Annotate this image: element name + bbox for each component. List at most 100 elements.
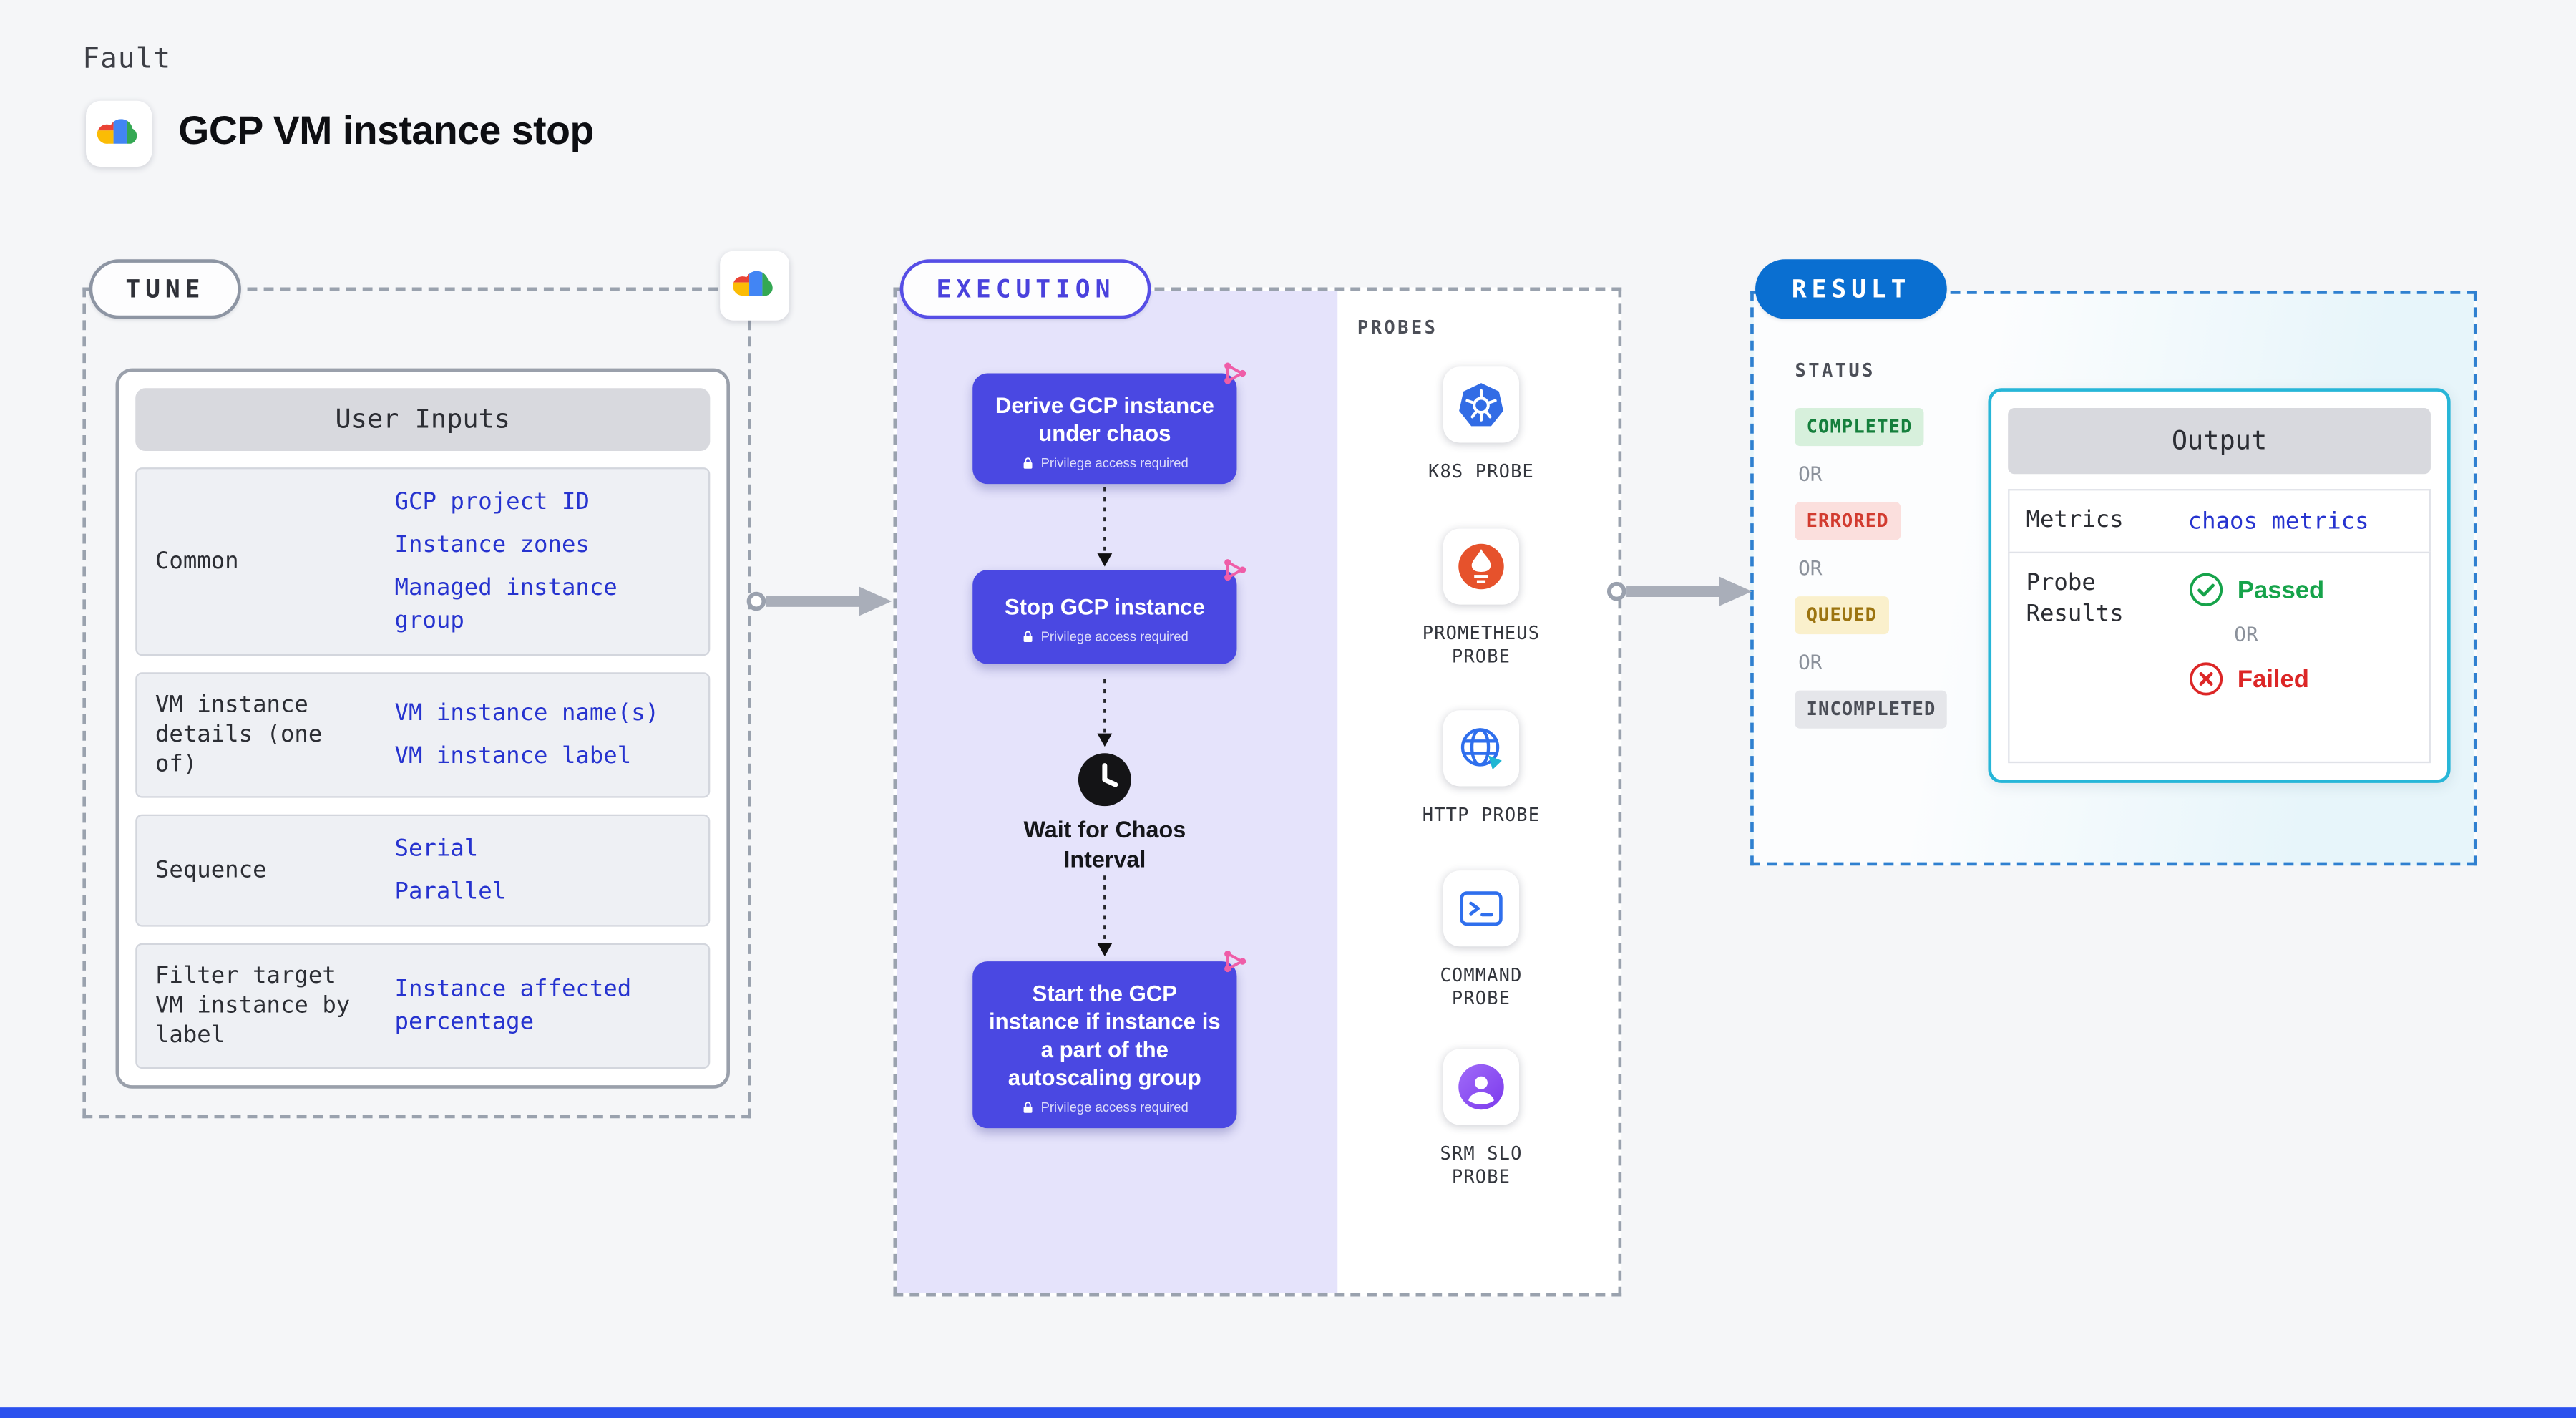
user-input-value: Managed instance group (394, 575, 618, 635)
step-title: Derive GCP instance under chaos (995, 393, 1214, 447)
privilege-badge-text: Privilege access required (1040, 629, 1189, 644)
status-or-separator: OR (1798, 556, 1823, 580)
globe-icon (1443, 710, 1520, 787)
probe-outcomes: Passed OR Failed (2188, 568, 2324, 747)
user-input-label: Filter target VM instance by label (155, 963, 351, 1049)
user-input-value: VM instance label (394, 743, 632, 770)
wait-step-label: Wait for Chaos Interval (1023, 815, 1186, 873)
probe-label: K8S PROBE (1428, 460, 1534, 482)
status-label: STATUS (1795, 360, 1875, 382)
status-badge-queued: QUEUED (1795, 596, 1889, 635)
status-badge-completed: COMPLETED (1795, 407, 1924, 447)
status-badge-errored: ERRORED (1795, 502, 1901, 540)
probe-item: K8S PROBE (1415, 366, 1548, 484)
status-or-separator: OR (1798, 462, 1823, 486)
status-badge-incompleted: INCOMPLETED (1795, 690, 1948, 729)
step-title: Start the GCP instance if instance is a … (988, 981, 1221, 1091)
prometheus-icon (1443, 528, 1520, 605)
probes-label: PROBES (1357, 317, 1438, 339)
gcp-logo (85, 100, 152, 167)
user-input-row: Filter target VM instance by label Instan… (135, 943, 711, 1069)
lock-icon (1024, 457, 1033, 469)
user-input-value: Serial (394, 835, 479, 863)
user-input-row: VM instance details (one of) VM instance … (135, 672, 711, 798)
probe-item: COMMAND PROBE (1415, 870, 1548, 1011)
privilege-badge-text: Privilege access required (1040, 1099, 1189, 1115)
user-input-label: VM instance details (one of) (155, 691, 323, 778)
page-title: GCP VM instance stop (178, 109, 594, 154)
fault-kicker: Fault (82, 42, 172, 77)
user-input-value: Instance zones (394, 532, 590, 558)
output-card: Output Metrics chaos metrics Probe Resul… (1988, 388, 2451, 783)
x-circle-icon (2190, 662, 2223, 696)
probe-results-label: Probe Results (2026, 570, 2124, 628)
gcp-logo-small (720, 251, 790, 321)
step-title: Stop GCP instance (1004, 594, 1205, 620)
user-input-value: Parallel (394, 878, 507, 905)
result-section: STATUS COMPLETED OR ERRORED OR QUEUED OR INCOM… (1750, 291, 2477, 866)
result-pill: RESULT (1755, 259, 1948, 319)
user-input-value: GCP project ID (394, 489, 590, 515)
outcome-or-separator: OR (2234, 622, 2258, 646)
connector-arrow-tune-to-execution (746, 586, 892, 616)
bottom-accent-bar (0, 1407, 2576, 1418)
probe-outcome-passed: Passed (2188, 571, 2324, 608)
probe-item: PROMETHEUS PROBE (1415, 528, 1548, 669)
metrics-label: Metrics (2026, 507, 2124, 534)
step-stop-gcp-instance: Stop GCP instance Privilege access requi… (972, 559, 1246, 664)
lock-icon (1024, 631, 1033, 643)
user-input-label: Sequence (155, 857, 267, 884)
user-headset-icon (1443, 1049, 1520, 1125)
metrics-value: chaos metrics (2187, 508, 2369, 535)
privilege-badge-text: Privilege access required (1040, 455, 1189, 471)
chaos-fork-icon (1220, 946, 1250, 976)
output-row-metrics: Metrics chaos metrics (2008, 489, 2431, 554)
passed-label: Passed (2237, 576, 2325, 604)
step-start-gcp-instance: Start the GCP instance if instance is a … (972, 951, 1246, 1129)
execution-section: Derive GCP instance under chaos Privileg… (893, 287, 1622, 1297)
tune-section (82, 287, 751, 1119)
user-input-label: Common (155, 548, 239, 576)
lock-icon (1024, 1102, 1033, 1113)
gcp-cloud-icon (94, 112, 144, 155)
step-derive-gcp-instance: Derive GCP instance under chaos Privileg… (972, 362, 1246, 485)
probe-outcome-failed: Failed (2188, 661, 2324, 697)
flow-arrow-down-icon (1097, 875, 1113, 957)
tune-pill: TUNE (89, 259, 242, 319)
probe-label: HTTP PROBE (1422, 804, 1541, 826)
connector-arrow-execution-to-result (1606, 576, 1752, 606)
terminal-icon (1443, 870, 1520, 947)
probe-item: SRM SLO PROBE (1415, 1049, 1548, 1189)
user-input-value: VM instance name(s) (394, 700, 660, 727)
execution-pill: EXECUTION (899, 259, 1152, 319)
flow-arrow-down-icon (1097, 679, 1113, 747)
flow-arrow-down-icon (1097, 487, 1113, 567)
user-inputs-header: User Inputs (135, 388, 711, 451)
check-circle-icon (2190, 573, 2223, 606)
clock-icon (1075, 750, 1134, 810)
user-input-value: Instance affected percentage (394, 976, 632, 1036)
probe-label: PROMETHEUS PROBE (1422, 622, 1541, 668)
probe-label: COMMAND PROBE (1440, 964, 1523, 1009)
output-row-probe-results: Probe Results Passed OR (2008, 551, 2431, 764)
probe-label: SRM SLO PROBE (1440, 1142, 1523, 1188)
output-header: Output (2008, 407, 2431, 475)
gcp-cloud-icon (730, 264, 779, 307)
chaos-fork-icon (1220, 359, 1250, 389)
privilege-badge: Privilege access required (986, 629, 1224, 644)
privilege-badge: Privilege access required (986, 456, 1224, 471)
failed-label: Failed (2237, 664, 2309, 694)
user-input-values: Instance affected percentage (395, 973, 691, 1039)
kubernetes-icon (1443, 366, 1520, 443)
user-inputs-card: User Inputs Common GCP project ID Instance… (115, 368, 730, 1089)
probe-item: HTTP PROBE (1415, 710, 1548, 827)
user-input-values: VM instance name(s) VM instance label (395, 697, 691, 773)
